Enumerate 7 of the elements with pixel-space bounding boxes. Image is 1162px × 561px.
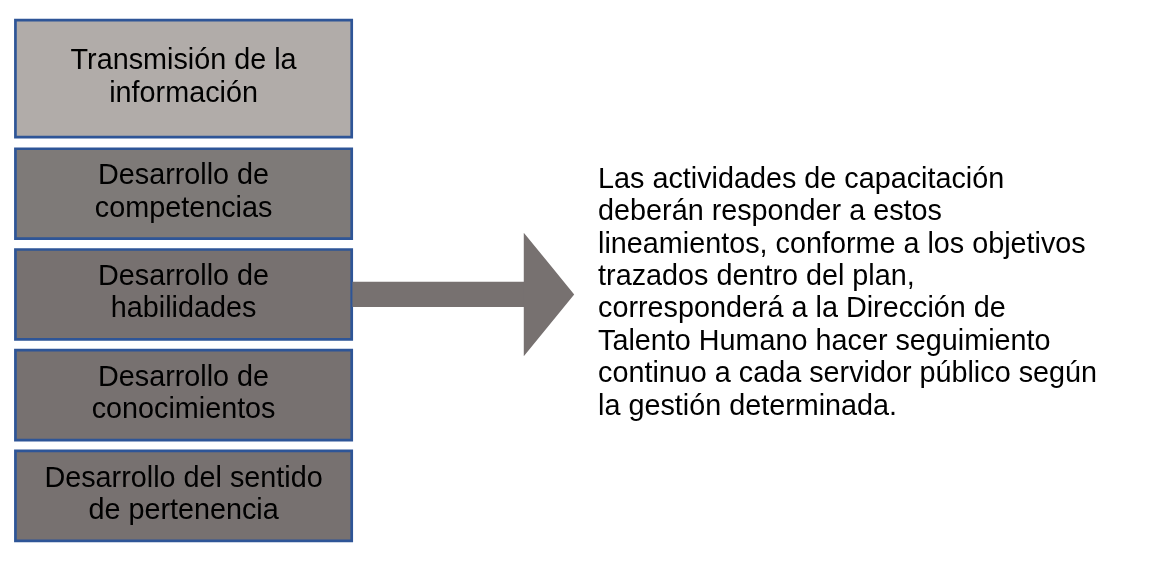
- node-text: Las actividades de capacitación deberán responder a estos lineamientos, conforme a los objetivos trazados dentro del plan, corresponderá a la Dirección de Talento Humano hacer seguimiento continuo a cada servidor público según la gestión determinada.: [598, 161, 1098, 421]
- node-box: Desarrollo de habilidades: [14, 248, 354, 341]
- arrow: [352, 232, 575, 357]
- node-box: Transmisión de la información: [14, 18, 354, 139]
- node-box: Desarrollo de competencias: [14, 147, 354, 241]
- node-box: Desarrollo del sentido de pertenencia: [14, 449, 354, 543]
- node-box: Desarrollo de conocimientos: [14, 348, 354, 442]
